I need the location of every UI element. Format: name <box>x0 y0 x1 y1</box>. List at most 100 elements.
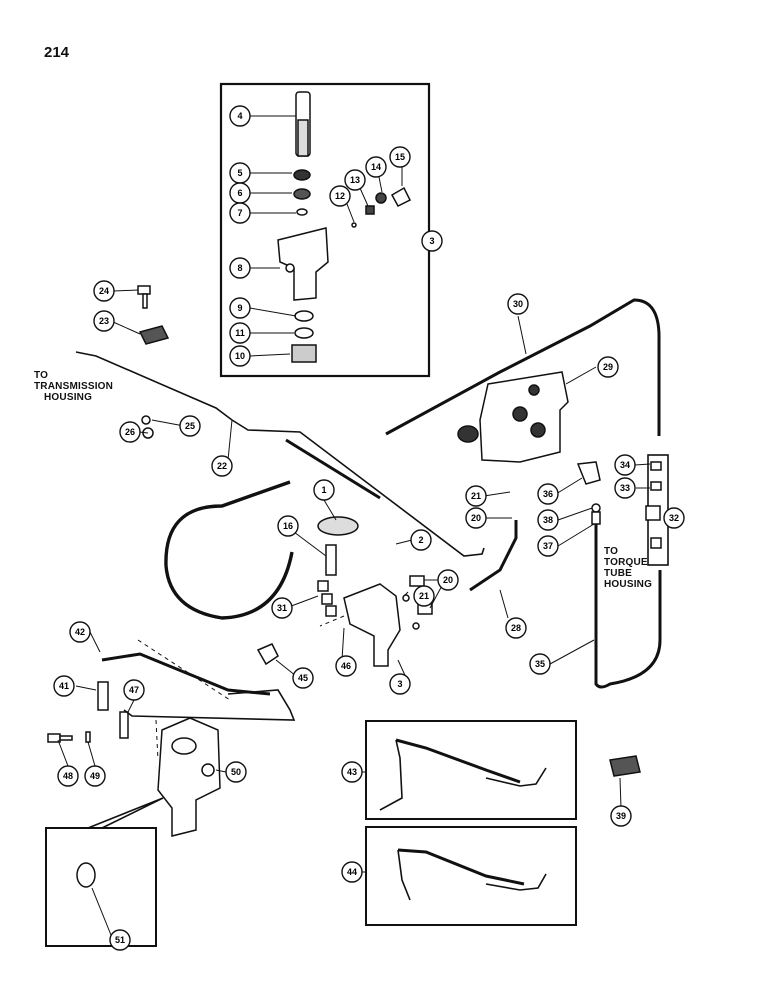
hoses <box>75 298 662 901</box>
callout-circle <box>437 569 459 591</box>
callout-26: 26 <box>119 421 141 443</box>
callout-circle <box>389 146 411 168</box>
callout-circle <box>229 322 251 344</box>
callout-13: 13 <box>344 169 366 191</box>
callout-number: 49 <box>90 771 100 781</box>
callout-number: 42 <box>75 627 85 637</box>
callout-number: 32 <box>669 513 679 523</box>
callout-49: 49 <box>84 765 106 787</box>
callout-circle <box>537 483 559 505</box>
callout-circle <box>109 929 131 951</box>
callout-38: 38 <box>537 509 559 531</box>
callout-number: 47 <box>129 685 139 695</box>
callout-24: 24 <box>93 280 115 302</box>
callout-31: 31 <box>271 597 293 619</box>
note-line: TUBE <box>604 568 633 579</box>
callout-46: 46 <box>335 655 357 677</box>
callout-circle <box>537 509 559 531</box>
callout-6: 6 <box>229 182 251 204</box>
callout-circle <box>505 617 527 639</box>
callout-number: 24 <box>99 286 109 296</box>
callout-number: 1 <box>321 485 326 495</box>
callout-number: 22 <box>217 461 227 471</box>
callout-number: 48 <box>63 771 73 781</box>
inset-box-51 <box>45 827 157 947</box>
callout-number: 36 <box>543 489 553 499</box>
note-to-torque-tube-housing: TO TORQUE TUBE HOUSING <box>604 546 652 590</box>
callout-number: 50 <box>231 767 241 777</box>
note-line: TRANSMISSION <box>34 381 114 392</box>
callout-group: 1233456789101112131415162020212122232425… <box>53 105 685 951</box>
note-line: TO <box>34 370 49 381</box>
callout-number: 31 <box>277 603 287 613</box>
callout-11: 11 <box>229 322 251 344</box>
callout-number: 20 <box>471 513 481 523</box>
note-line: HOUSING <box>44 392 93 403</box>
callout-number: 34 <box>620 460 630 470</box>
callout-circle <box>410 529 432 551</box>
callout-circle <box>229 345 251 367</box>
callout-number: 3 <box>429 236 434 246</box>
callout-number: 13 <box>350 175 360 185</box>
callout-number: 30 <box>513 299 523 309</box>
callout-circle <box>229 202 251 224</box>
callout-number: 7 <box>237 208 242 218</box>
callout-1: 1 <box>313 479 335 501</box>
callout-circle <box>292 667 314 689</box>
callout-20: 20 <box>465 507 487 529</box>
callout-34: 34 <box>614 454 636 476</box>
leader-lines <box>57 115 672 941</box>
callout-7: 7 <box>229 202 251 224</box>
callout-14: 14 <box>365 156 387 178</box>
callout-circle <box>53 675 75 697</box>
callout-circle <box>341 761 363 783</box>
callout-51: 51 <box>109 929 131 951</box>
callout-circle <box>663 507 685 529</box>
callout-9: 9 <box>229 297 251 319</box>
callout-circle <box>610 805 632 827</box>
callout-number: 33 <box>620 483 630 493</box>
callout-25: 25 <box>179 415 201 437</box>
callout-circle <box>211 455 233 477</box>
callout-20: 20 <box>437 569 459 591</box>
inset-box-43 <box>365 720 577 820</box>
callout-circle <box>344 169 366 191</box>
callout-number: 38 <box>543 515 553 525</box>
callout-circle <box>529 653 551 675</box>
callout-12: 12 <box>329 185 351 207</box>
callout-circle <box>229 297 251 319</box>
callout-circle <box>313 479 335 501</box>
callout-30: 30 <box>507 293 529 315</box>
callout-3: 3 <box>421 230 443 252</box>
callout-36: 36 <box>537 483 559 505</box>
callout-circle <box>329 185 351 207</box>
callout-number: 5 <box>237 168 242 178</box>
callout-number: 45 <box>298 673 308 683</box>
inset-box-valve-assembly <box>219 82 431 378</box>
callout-45: 45 <box>292 667 314 689</box>
callout-33: 33 <box>614 477 636 499</box>
callout-circle <box>69 621 91 643</box>
callout-circle <box>614 454 636 476</box>
callout-39: 39 <box>610 805 632 827</box>
callout-number: 21 <box>471 491 481 501</box>
callout-number: 39 <box>616 811 626 821</box>
callout-3: 3 <box>389 673 411 695</box>
callout-32: 32 <box>663 507 685 529</box>
callout-circle <box>597 356 619 378</box>
note-line: TO <box>604 546 619 557</box>
callout-number: 28 <box>511 623 521 633</box>
callout-number: 9 <box>237 303 242 313</box>
callout-circle <box>93 280 115 302</box>
callout-number: 8 <box>237 263 242 273</box>
callout-circle <box>93 310 115 332</box>
callout-circle <box>119 421 141 443</box>
page-number: 214 <box>44 44 70 61</box>
callout-circle <box>271 597 293 619</box>
callout-4: 4 <box>229 105 251 127</box>
callout-number: 11 <box>235 328 245 338</box>
callout-35: 35 <box>529 653 551 675</box>
callout-circle <box>277 515 299 537</box>
callout-circle <box>537 535 559 557</box>
callout-number: 12 <box>335 191 345 201</box>
